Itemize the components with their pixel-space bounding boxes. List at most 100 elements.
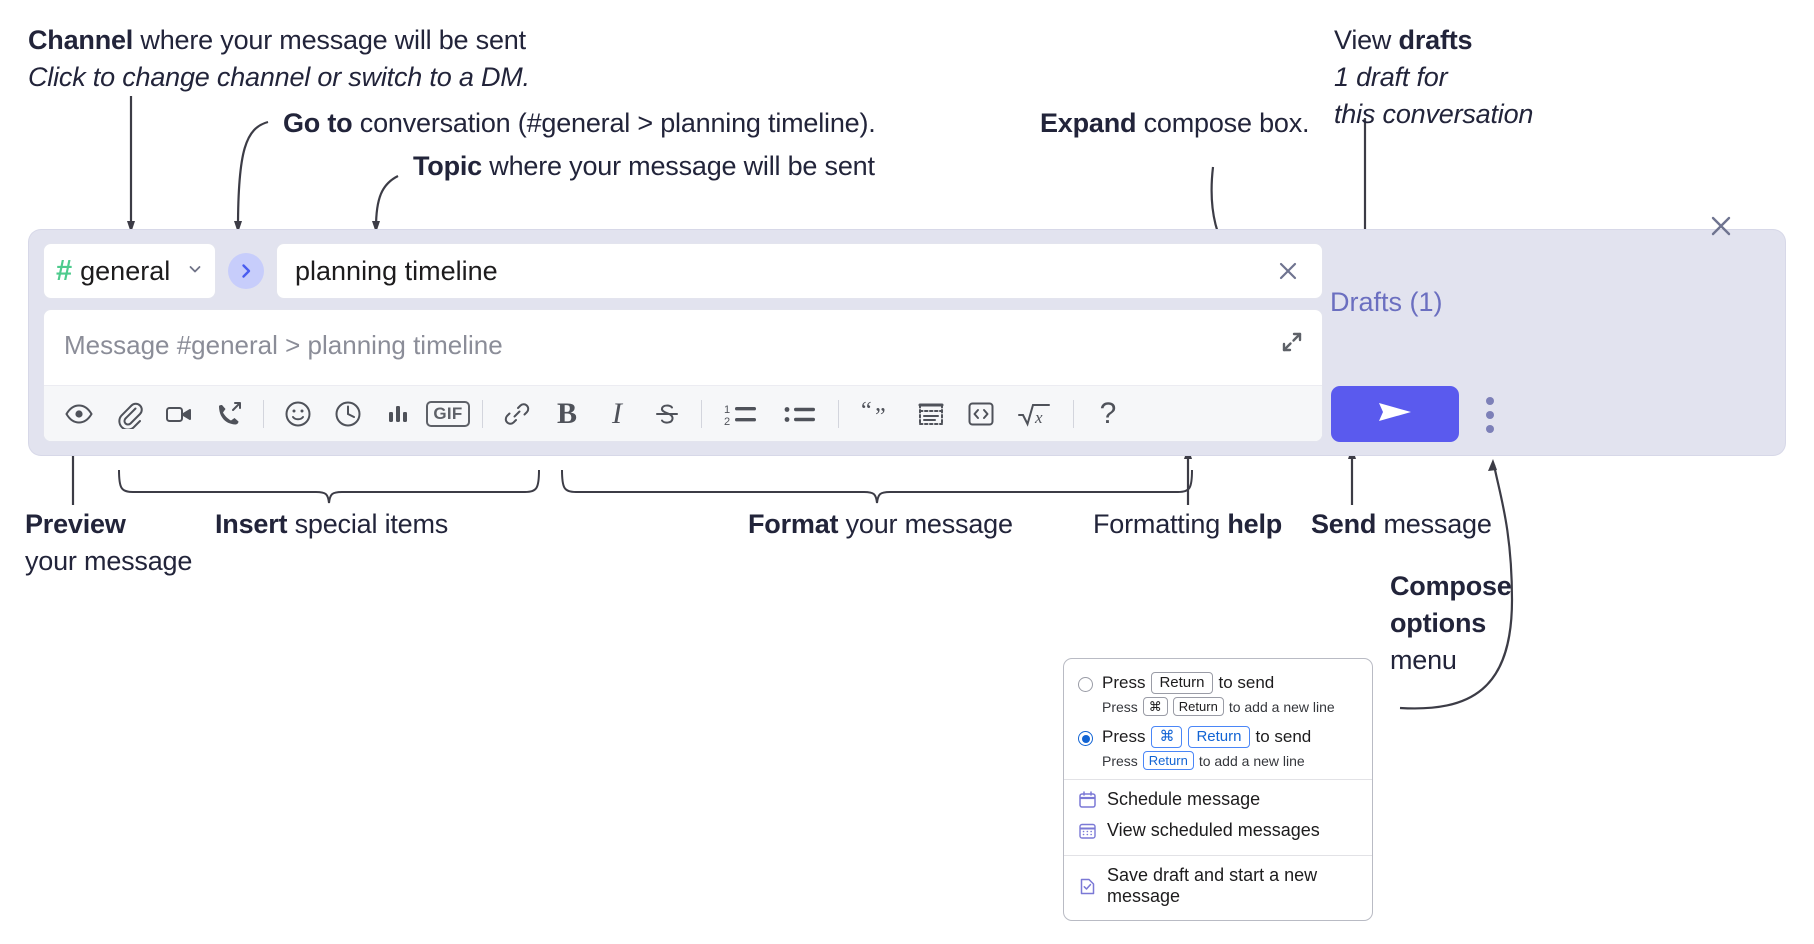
key-command: ⌘ xyxy=(1151,726,1183,748)
close-icon[interactable] xyxy=(1266,249,1310,293)
italic-icon[interactable]: I xyxy=(592,392,642,436)
equation-icon[interactable]: x xyxy=(1006,392,1064,436)
svg-text:“: “ xyxy=(861,399,872,424)
message-input-box[interactable]: Message #general > planning timeline xyxy=(43,309,1323,442)
bar-chart-icon[interactable] xyxy=(373,392,423,436)
expand-icon[interactable] xyxy=(1274,324,1310,360)
annotation-formatting-help: Formatting help xyxy=(1093,506,1353,543)
option2-sub-prefix: Press xyxy=(1102,752,1138,769)
toolbar-separator xyxy=(482,399,483,428)
gif-label: GIF xyxy=(426,400,470,427)
annotation-format-bold: Format xyxy=(748,509,839,539)
clock-icon[interactable] xyxy=(323,392,373,436)
option2-suffix: to send xyxy=(1255,727,1312,746)
send-paper-plane-icon xyxy=(1373,395,1417,434)
option1-suffix: to send xyxy=(1218,673,1275,692)
key-return: Return xyxy=(1151,672,1213,694)
send-option-cmd-return[interactable]: Press ⌘ Return to send xyxy=(1064,723,1372,748)
menu-item-view-scheduled[interactable]: View scheduled messages xyxy=(1064,815,1372,846)
toolbar-separator xyxy=(263,399,264,428)
calendar-schedule-icon xyxy=(1078,790,1097,809)
annotation-compose-options: Compose options menu xyxy=(1390,568,1630,679)
annotation-expand: Expand compose box. xyxy=(1040,105,1440,142)
goto-conversation-button[interactable] xyxy=(228,253,264,289)
send-button[interactable] xyxy=(1331,386,1459,442)
bold-icon[interactable]: B xyxy=(542,392,592,436)
annotation-compose-bold-1: Compose xyxy=(1390,571,1512,601)
key-command: ⌘ xyxy=(1142,697,1168,716)
compose-options-button[interactable] xyxy=(1476,388,1504,442)
annotation-drafts: View drafts 1 draft for this conversatio… xyxy=(1334,22,1814,133)
menu-item-save-draft[interactable]: Save draft and start a new message xyxy=(1064,860,1372,912)
svg-text:2: 2 xyxy=(724,416,730,428)
annotation-send-rest: message xyxy=(1376,509,1492,539)
help-label: ? xyxy=(1099,396,1117,430)
annotation-insert-rest: special items xyxy=(287,509,449,539)
compose-inner: # general planning timeline xyxy=(43,243,1323,442)
compose-box-panel: # general planning timeline xyxy=(29,216,1785,455)
option2-sub-suffix: to add a new line xyxy=(1198,752,1305,769)
bulleted-list-icon[interactable] xyxy=(771,392,829,436)
option1-prefix: Press xyxy=(1102,673,1146,692)
option1-sub-prefix: Press xyxy=(1102,698,1138,715)
toolbar-separator xyxy=(1073,399,1074,428)
annotation-compose-bold-2: options xyxy=(1390,608,1487,638)
blockquote-icon[interactable]: “” xyxy=(848,392,906,436)
menu-item-label: Schedule message xyxy=(1107,789,1261,809)
bold-label: B xyxy=(556,396,577,430)
annotation-format-rest: your message xyxy=(838,509,1013,539)
channel-name-label: general xyxy=(80,255,171,286)
annotation-send-bold: Send xyxy=(1311,509,1377,539)
annotation-insert: Insert special items xyxy=(215,506,615,543)
video-camera-icon[interactable] xyxy=(154,392,204,436)
key-return: Return xyxy=(1172,697,1224,716)
toolbar-separator xyxy=(838,399,839,428)
close-compose-button[interactable] xyxy=(1701,208,1741,248)
send-option-return[interactable]: Press Return to send xyxy=(1064,669,1372,694)
annotation-expand-bold: Expand xyxy=(1040,108,1137,138)
annotation-send: Send message xyxy=(1311,506,1611,543)
annotation-compose-line3: menu xyxy=(1390,645,1457,675)
channel-selector-chip[interactable]: # general xyxy=(43,243,216,299)
annotation-topic: Topic where your message will be sent xyxy=(413,148,1053,185)
option2-prefix: Press xyxy=(1102,727,1146,746)
chevron-right-icon xyxy=(236,261,256,281)
key-return: Return xyxy=(1188,726,1250,748)
annotation-drafts-italic-1: 1 draft for xyxy=(1334,62,1448,92)
calendar-grid-icon xyxy=(1078,821,1097,840)
preview-icon[interactable] xyxy=(54,392,104,436)
menu-item-label: Save draft and start a new message xyxy=(1107,865,1318,906)
annotation-preview-bold: Preview xyxy=(25,509,126,539)
help-question-icon[interactable]: ? xyxy=(1083,392,1133,436)
inline-code-icon[interactable] xyxy=(956,392,1006,436)
menu-divider xyxy=(1064,779,1372,780)
strikethrough-icon[interactable] xyxy=(642,392,692,436)
annotation-preview-line2: your message xyxy=(25,546,193,576)
menu-item-schedule-message[interactable]: Schedule message xyxy=(1064,784,1372,815)
compose-options-menu: Press Return to send Press ⌘ Return to a… xyxy=(1063,658,1373,921)
radio-button-selected[interactable] xyxy=(1078,731,1093,746)
menu-divider xyxy=(1064,855,1372,856)
annotation-preview: Preview your message xyxy=(25,506,255,580)
svg-text:x: x xyxy=(1034,408,1043,427)
code-block-icon[interactable] xyxy=(906,392,956,436)
chevron-down-icon xyxy=(187,261,203,281)
annotation-channel-rest: where your message will be sent xyxy=(133,25,526,55)
save-draft-icon xyxy=(1078,877,1097,896)
gif-icon[interactable]: GIF xyxy=(423,392,473,436)
kebab-dot xyxy=(1486,397,1494,405)
topic-input-field[interactable]: planning timeline xyxy=(276,243,1323,299)
annotation-help-bold: help xyxy=(1227,509,1283,539)
emoji-smiley-icon[interactable] xyxy=(273,392,323,436)
phone-call-icon[interactable] xyxy=(204,392,254,436)
attachment-icon[interactable] xyxy=(104,392,154,436)
drafts-link[interactable]: Drafts (1) xyxy=(1330,287,1443,317)
send-option-cmd-return-hint: Press Return to add a new line xyxy=(1102,751,1372,770)
link-icon[interactable] xyxy=(492,392,542,436)
radio-button-unselected[interactable] xyxy=(1078,677,1093,692)
annotation-drafts-italic-2: this conversation xyxy=(1334,99,1534,129)
topic-input-value: planning timeline xyxy=(295,255,498,286)
annotation-channel: Channel where your message will be sent … xyxy=(28,22,588,96)
